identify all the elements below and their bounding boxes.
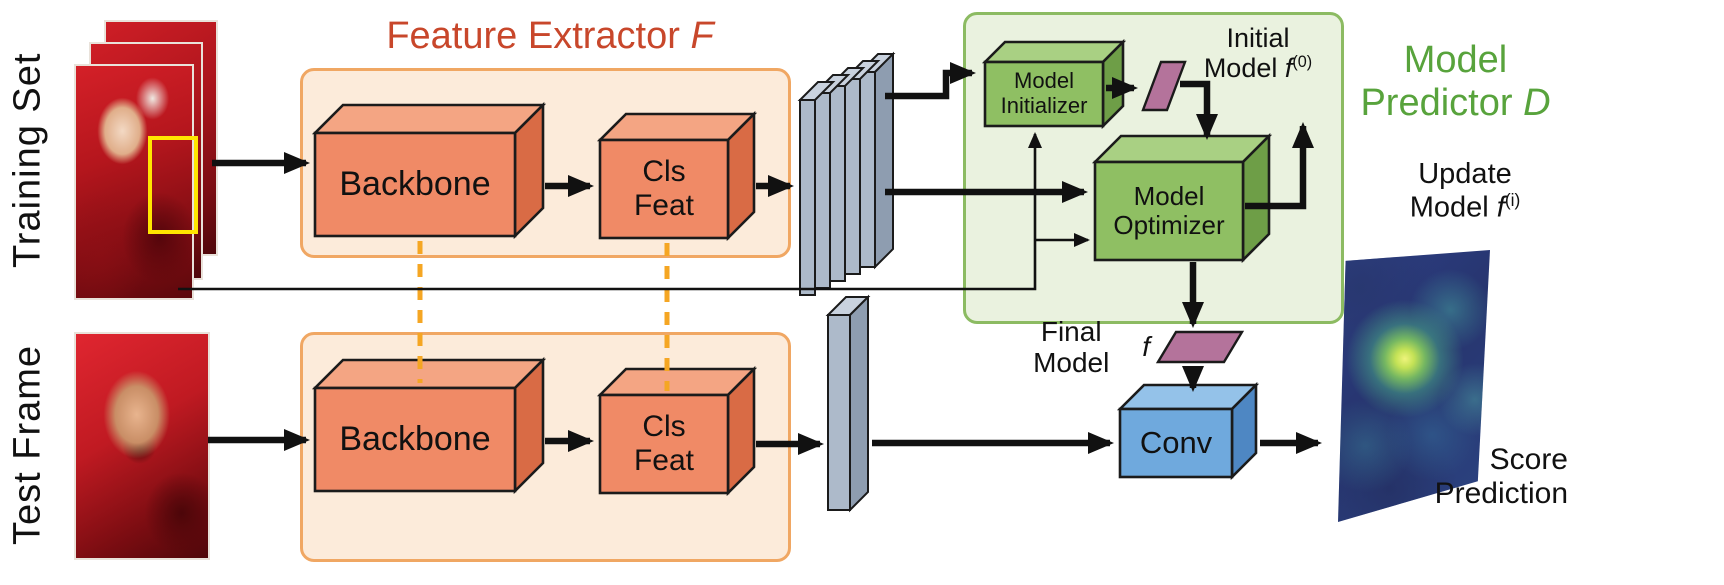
cls-bottom-line1: Cls — [642, 410, 686, 444]
cls-top-line2: Feat — [633, 189, 695, 222]
final-model-text: Final Model — [1033, 315, 1110, 378]
update-model-word: Model — [1409, 191, 1489, 224]
initializer-line2: Initializer — [1000, 93, 1088, 118]
cls-feat-top-label: Cls Feat — [600, 140, 728, 238]
score-prediction-heatmap — [1338, 250, 1490, 522]
feature-extractor-title-text: Feature Extractor — [386, 14, 680, 57]
update-model-label: Update Model f(i) — [1375, 158, 1555, 224]
update-model-sup: (i) — [1504, 189, 1521, 210]
initial-model-line2: Model f(0) — [1204, 53, 1312, 83]
training-image-front — [74, 64, 194, 300]
model-predictor-title-line1: Model — [1403, 39, 1508, 82]
conv-label: Conv — [1139, 424, 1213, 460]
final-model-label: Final Model f — [1008, 316, 1150, 378]
cls-feat-box-bottom — [596, 365, 758, 497]
cls-feat-bottom-label: Cls Feat — [600, 395, 728, 493]
optimizer-line2: Optimizer — [1113, 210, 1225, 240]
initial-model-word: Model — [1203, 53, 1278, 83]
backbone-top-label: Backbone — [339, 165, 491, 204]
optimizer-line1: Model — [1133, 180, 1205, 211]
initial-model-var: f — [1284, 53, 1293, 83]
model-predictor-title-var: D — [1523, 82, 1551, 124]
annotation-line-to-initializer — [178, 132, 1042, 291]
feature-extractor-title: Feature Extractor F — [340, 14, 760, 58]
final-model-shape — [1155, 330, 1245, 364]
model-initializer-box — [981, 38, 1127, 130]
score-prediction-label: Score Prediction — [1398, 442, 1568, 512]
model-predictor-title: Model Predictor D — [1348, 39, 1563, 125]
score-line2: Prediction — [1434, 477, 1568, 510]
model-predictor-title-word: Predictor — [1360, 82, 1513, 124]
initial-model-sup: (0) — [1292, 53, 1313, 71]
model-optimizer-box — [1091, 132, 1273, 264]
initial-model-line1: Initial — [1226, 22, 1290, 53]
arrow-initial-model-to-optimizer — [1180, 80, 1218, 140]
backbone-box-bottom — [311, 356, 547, 495]
conv-box — [1116, 381, 1260, 481]
cls-bottom-line2: Feat — [633, 444, 695, 477]
initial-model-shape — [1141, 60, 1187, 112]
cls-feat-box-top — [596, 110, 758, 242]
update-model-var: f — [1496, 191, 1505, 224]
initial-model-label: Initial Model f(0) — [1188, 22, 1328, 84]
feature-extractor-title-var: F — [690, 14, 714, 57]
model-optimizer-label: Model Optimizer — [1095, 162, 1243, 260]
test-feature-map — [825, 294, 871, 513]
initializer-line1: Model — [1014, 68, 1074, 94]
arrow-optimizer-update-loop — [1245, 122, 1314, 210]
final-model-var: f — [1142, 331, 1150, 363]
score-line1: Score — [1489, 443, 1568, 477]
backbone-bottom-label: Backbone — [339, 420, 491, 459]
target-bounding-box — [148, 136, 198, 234]
update-model-line1: Update — [1418, 158, 1512, 191]
backbone-box-top — [311, 101, 547, 240]
arrow-stack-to-initializer — [885, 62, 976, 100]
update-model-line2: Model f(i) — [1409, 189, 1521, 224]
test-frame-image — [74, 332, 210, 560]
model-initializer-label: Model Initializer — [985, 62, 1103, 126]
model-predictor-title-line2: Predictor D — [1360, 82, 1550, 125]
cls-top-line1: Cls — [642, 155, 686, 189]
training-feature-map-stack — [797, 51, 896, 296]
